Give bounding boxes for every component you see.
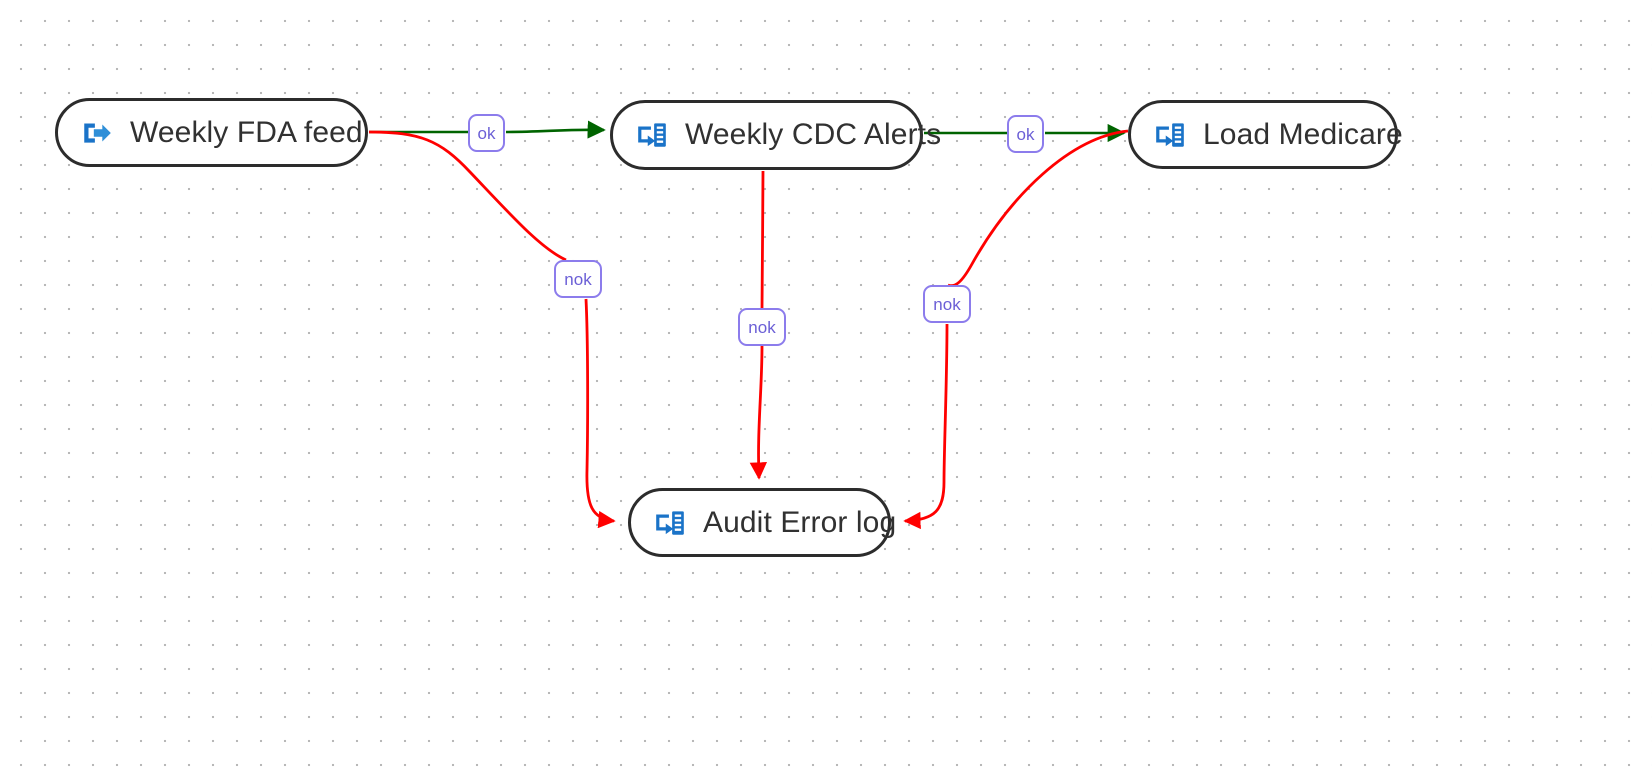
edge-label-ok-fda-cdc[interactable]: ok — [468, 114, 505, 152]
edge-label-nok-cdc-audit[interactable]: nok — [738, 308, 786, 346]
node-weekly-cdc-alerts[interactable]: Weekly CDC Alerts — [610, 100, 941, 170]
edge-label-nok-fda-audit[interactable]: nok — [554, 260, 602, 298]
node-label: Audit Error log — [703, 505, 897, 539]
node-label: Weekly FDA feed — [130, 115, 363, 149]
import-transfer-icon — [656, 510, 684, 535]
edge-label-nok-medicare-audit[interactable]: nok — [923, 285, 971, 323]
node-label: Load Medicare — [1203, 117, 1403, 151]
edge-fda-to-audit[interactable] — [368, 130, 616, 529]
import-transfer-icon — [1156, 122, 1184, 147]
edge-medicare-to-audit[interactable] — [903, 129, 1129, 530]
import-transfer-icon — [638, 123, 666, 147]
node-load-medicare[interactable]: Load Medicare — [1128, 100, 1403, 169]
node-audit-error-log[interactable]: Audit Error log — [628, 488, 896, 557]
export-arrow-icon — [84, 122, 111, 143]
node-label: Weekly CDC Alerts — [685, 118, 942, 151]
edge-label-ok-cdc-medicare[interactable]: ok — [1007, 115, 1044, 153]
node-weekly-fda-feed[interactable]: Weekly FDA feed — [55, 98, 368, 167]
